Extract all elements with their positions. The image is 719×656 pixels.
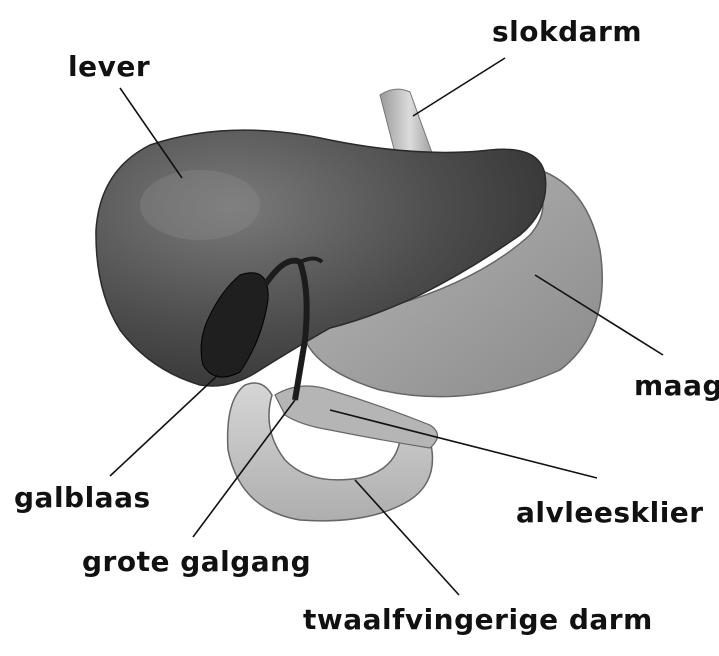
label-galblaas: galblaas	[14, 484, 151, 512]
leader-line-alvleesklier	[330, 410, 597, 478]
leader-line-galblaas	[110, 375, 218, 476]
label-grote-galgang: grote galgang	[82, 548, 311, 576]
label-lever: lever	[68, 53, 150, 81]
label-twaalfvingerige-darm: twaalfvingerige darm	[303, 606, 653, 634]
leader-line-slokdarm	[413, 58, 505, 116]
label-slokdarm: slokdarm	[492, 18, 642, 46]
label-maag: maag	[634, 372, 719, 400]
label-alvleesklier: alvleesklier	[516, 499, 704, 527]
liver-highlight	[140, 170, 260, 240]
